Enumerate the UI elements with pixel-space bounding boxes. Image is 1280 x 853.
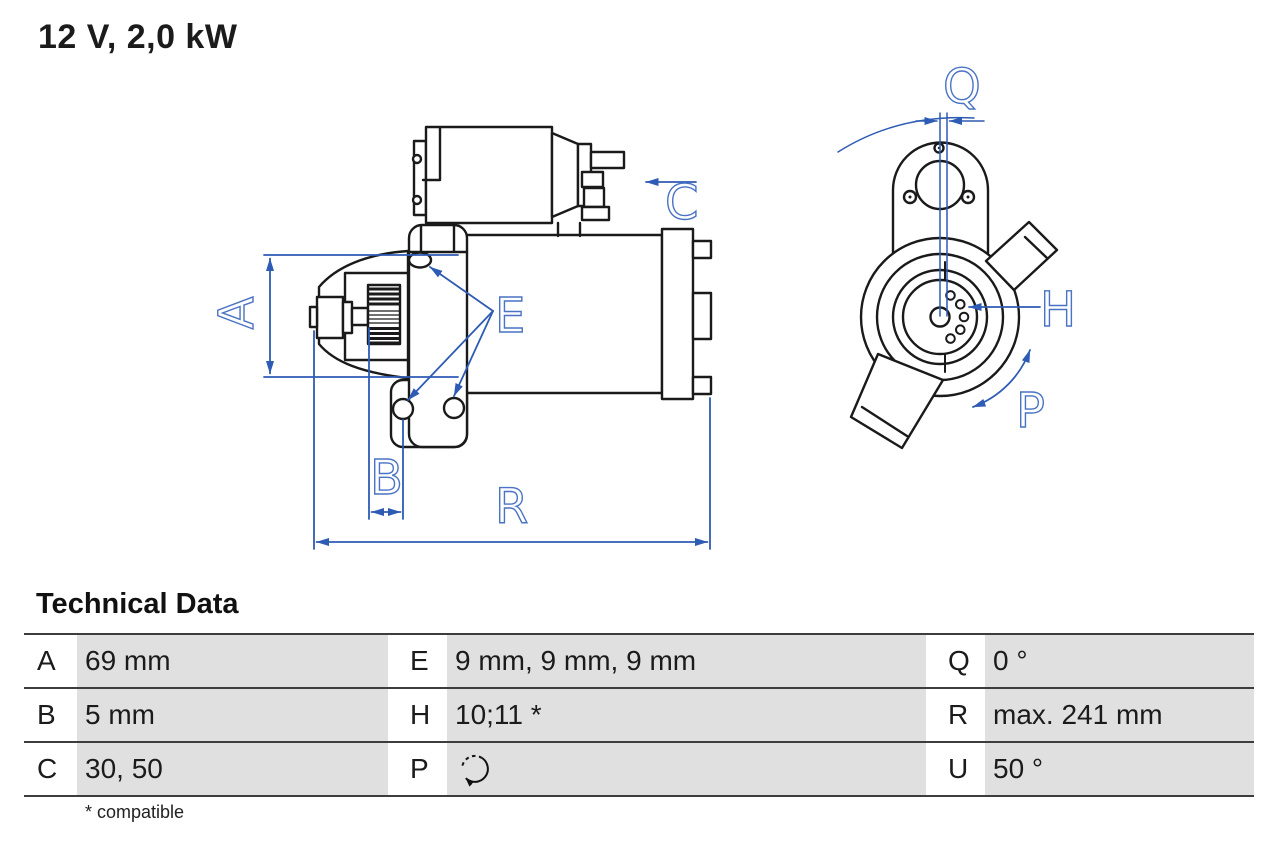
dimension-R [313, 330, 711, 550]
dim-value-H: 10;11 * [447, 689, 926, 741]
mounting-hole-left [391, 397, 415, 421]
starter-motor-technical-drawing: A B C E R Q H P [208, 58, 1077, 550]
dimension-P-rotation-arc [972, 349, 1031, 408]
dim-key-R: R [926, 689, 985, 741]
dimension-Q [837, 112, 985, 317]
solenoid [411, 125, 626, 225]
end-tab-bottom [691, 375, 713, 396]
dim-key-H: H [388, 689, 447, 741]
side-view-drawing [308, 125, 713, 449]
dimension-E-leaders [407, 266, 494, 401]
end-terminal-block [691, 291, 713, 341]
mounting-hole-top [407, 251, 433, 269]
technical-data-heading: Technical Data [36, 588, 239, 620]
dim-value-U: 50 ° [985, 743, 1254, 795]
dim-key-C: C [24, 743, 77, 795]
label-P: P [1016, 383, 1045, 439]
rotation-direction-icon [461, 754, 489, 787]
table-row: C 30, 50 P U 50 ° [24, 743, 1254, 797]
dimension-B [368, 327, 404, 520]
dim-value-P [447, 743, 926, 795]
dim-key-E: E [388, 635, 447, 687]
dim-key-B: B [24, 689, 77, 741]
dim-value-E: 9 mm, 9 mm, 9 mm [447, 635, 926, 687]
label-E: E [495, 288, 525, 344]
dim-key-U: U [926, 743, 985, 795]
pinion-teeth [945, 290, 970, 344]
dim-value-B: 5 mm [77, 689, 388, 741]
technical-data-table: A 69 mm E 9 mm, 9 mm, 9 mm Q 0 ° B 5 mm … [24, 633, 1254, 797]
table-row: B 5 mm H 10;11 * R max. 241 mm [24, 689, 1254, 743]
dimension-lines [263, 112, 1041, 550]
terminal-lug-lower [849, 352, 945, 450]
label-C: C [665, 175, 699, 231]
table-row: A 69 mm E 9 mm, 9 mm, 9 mm Q 0 ° [24, 635, 1254, 689]
mounting-hole-right [442, 396, 466, 420]
dim-key-P: P [388, 743, 447, 795]
dim-value-C: 30, 50 [77, 743, 388, 795]
compatibility-footnote: * compatible [85, 802, 185, 822]
end-tab-top [691, 239, 713, 260]
label-A: A [209, 296, 265, 329]
motor-housing [461, 233, 664, 395]
dim-value-R: max. 241 mm [985, 689, 1254, 741]
motor-end-cap [660, 227, 695, 401]
dimension-labels: A B C E R Q H P [208, 58, 1076, 535]
page-title: 12 V, 2,0 kW [38, 18, 238, 56]
dim-key-Q: Q [926, 635, 985, 687]
drive-end-housing [308, 249, 410, 380]
terminal-lug-upper [984, 220, 1059, 292]
front-view-drawing [849, 141, 1059, 450]
pinion-gear [366, 283, 402, 346]
dim-value-Q: 0 ° [985, 635, 1254, 687]
solenoid-terminal-pin [589, 150, 626, 170]
dimension-A [263, 254, 459, 378]
label-B: B [370, 450, 403, 506]
label-R: R [495, 479, 528, 535]
label-H: H [1040, 282, 1076, 338]
dim-value-A: 69 mm [77, 635, 388, 687]
dim-key-A: A [24, 635, 77, 687]
label-Q: Q [943, 59, 981, 115]
